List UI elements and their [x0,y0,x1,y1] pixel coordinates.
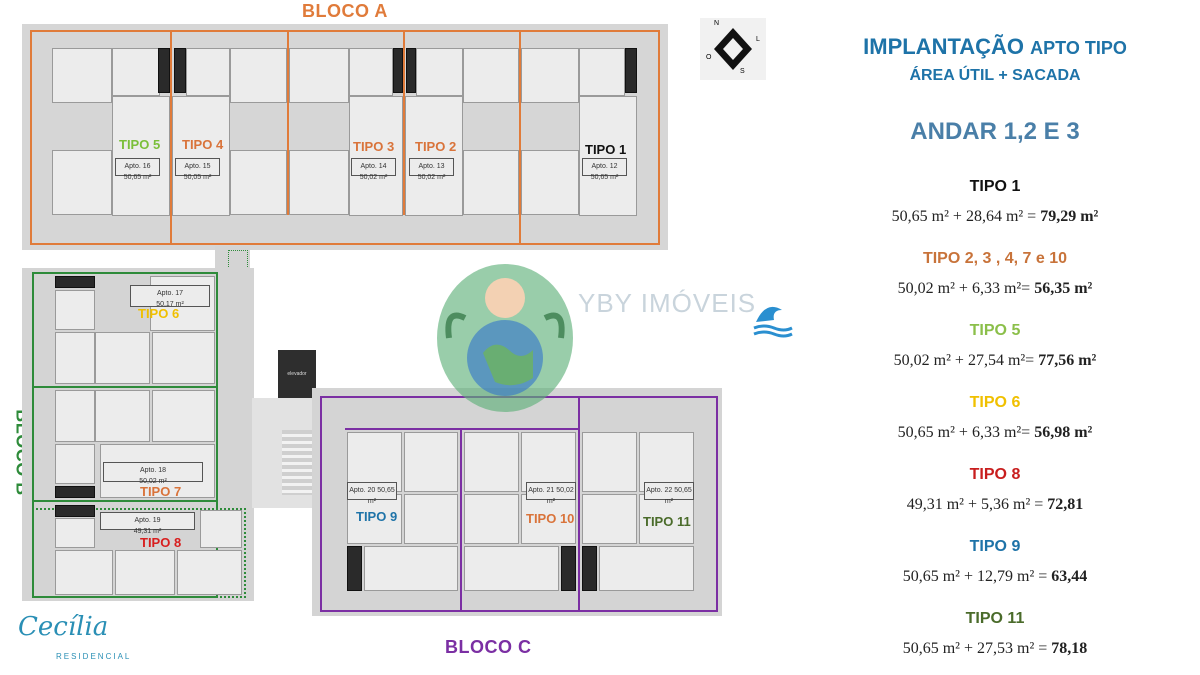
formula-text: 50,65 m² + 28,64 m² = [891,208,1037,225]
tipo-4-label: TIPO 4 [182,137,224,152]
divider [403,30,405,215]
tipo-5-label: TIPO 5 [119,137,161,152]
apt-label-14: Apto. 14 50,02 m² [351,158,396,181]
tipo-9-label: TIPO 9 [356,509,398,524]
formula-text: 50,65 m² + 6,33 m²= [897,424,1031,441]
elevator: elevador [278,350,316,398]
compass-n: N [714,20,720,27]
divider [578,396,580,612]
compass: N S L O [700,18,766,80]
watermark-text: YBY IMÓVEIS [578,288,757,318]
type-label: TIPO 2, 3 , 4, 7 e 10 [922,250,1068,267]
apt-label-13: Apto. 13 50,02 m² [409,158,454,181]
apt-label-21: Apto. 21 50,02 m² [526,482,576,505]
bloco-a-outline [30,30,660,245]
formula-total: 63,44 [1051,568,1088,585]
type-formula: 50,65 m² + 6,33 m²= 56,98 m² [790,424,1200,442]
type-formula: 50,02 m² + 6,33 m²= 56,35 m² [790,280,1200,298]
tipo-11-label: TIPO 11 [643,514,691,529]
formula-text: 50,02 m² + 6,33 m²= [897,280,1031,297]
formula-text: 50,02 m² + 27,54 m²= [893,352,1035,369]
watermark-logo [425,258,585,418]
type-formula: 50,65 m² + 28,64 m² = 79,29 m² [790,208,1200,226]
type-label: TIPO 5 [969,322,1021,339]
type-label: TIPO 11 [965,610,1025,627]
type-label: TIPO 9 [969,538,1021,555]
divider [170,30,172,245]
formula-total: 72,81 [1047,496,1084,513]
divider [460,428,462,612]
tipo-7-label: TIPO 7 [140,484,182,499]
bloco-a-label: BLOCO A [302,1,388,21]
apt-label-20: Apto. 20 50,65 m² [347,482,397,505]
type-label: TIPO 1 [969,178,1021,195]
formula-total: 56,98 m² [1034,424,1093,441]
formula-text: 50,65 m² + 27,53 m² = [902,640,1048,657]
tipo-1-label: TIPO 1 [585,142,627,157]
wave-icon [753,306,793,338]
logo-name: Cecília [18,612,109,642]
formula-text: 49,31 m² + 5,36 m² = [906,496,1044,513]
formula-total: 78,18 [1051,640,1088,657]
cecilia-logo: Cecília RESIDENCIAL [18,612,158,667]
floors-label: ANDAR 1,2 E 3 [910,118,1080,145]
tipo-10-label: TIPO 10 [526,511,575,526]
bloco-c-label: BLOCO C [445,637,532,657]
title-main: IMPLANTAÇÃO [863,34,1025,59]
tipo-3-label: TIPO 3 [353,139,395,154]
type-formula: 50,65 m² + 27,53 m² = 78,18 [790,640,1200,658]
compass-l: L [756,36,760,43]
apt-label-12: Apto. 12 50,65 m² [582,158,627,181]
divider [287,30,289,215]
tipo-8-label: TIPO 8 [140,535,182,550]
logo-sub: RESIDENCIAL [56,652,132,661]
formula-total: 56,35 m² [1034,280,1093,297]
panel-title: IMPLANTAÇÃO APTO TIPO [790,34,1200,60]
type-label: TIPO 6 [969,394,1021,411]
apt-label-22: Apto. 22 50,65 m² [644,482,694,505]
type-formula: 49,31 m² + 5,36 m² = 72,81 [790,496,1200,514]
title-rest: APTO TIPO [1030,38,1127,58]
divider [345,428,579,430]
divider [32,386,218,388]
panel-subtitle: ÁREA ÚTIL + SACADA [909,67,1081,84]
type-formula: 50,02 m² + 27,54 m²= 77,56 m² [790,352,1200,370]
earth-goddess-icon [437,264,573,412]
type-formula: 50,65 m² + 12,79 m² = 63,44 [790,568,1200,586]
divider [32,500,218,502]
formula-total: 77,56 m² [1038,352,1097,369]
formula-total: 79,29 m² [1040,208,1099,225]
legend-panel: IMPLANTAÇÃO APTO TIPO ÁREA ÚTIL + SACADA… [790,0,1200,675]
type-label: TIPO 8 [969,466,1021,483]
divider [519,30,521,245]
compass-o: O [706,54,712,61]
formula-text: 50,65 m² + 12,79 m² = [902,568,1048,585]
tipo-6-label: TIPO 6 [138,306,180,321]
stairs [282,430,312,495]
floor-plan: BLOCO A BLOCO B BLOCO C Apto. 16 50,65 m… [13,1,793,667]
apt-label-16: Apto. 16 50,65 m² [115,158,160,181]
bloco-b-outline-2 [32,508,246,598]
apt-label-15: Apto. 15 50,05 m² [175,158,220,181]
compass-rose-icon [714,28,752,70]
compass-s: S [740,68,745,75]
tipo-2-label: TIPO 2 [415,139,457,154]
